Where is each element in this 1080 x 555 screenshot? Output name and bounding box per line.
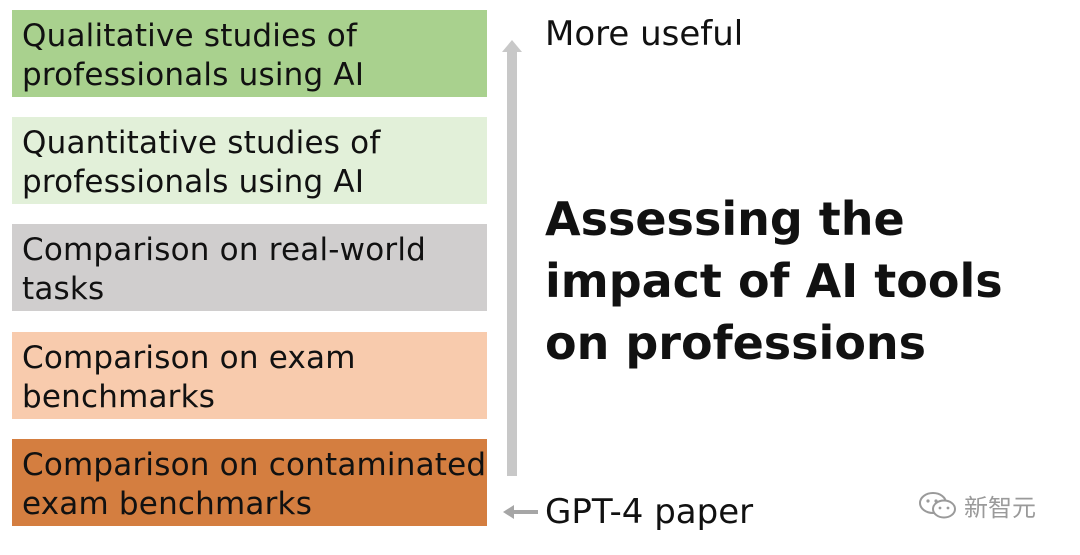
box-label: Comparison on contaminated exam benchmar… bbox=[22, 447, 487, 522]
left-arrow-head bbox=[503, 505, 514, 519]
box-contaminated-benchmarks: Comparison on contaminated exam benchmar… bbox=[12, 439, 487, 526]
up-arrow-head bbox=[502, 40, 522, 52]
gpt4-paper-label: GPT-4 paper bbox=[545, 492, 754, 532]
left-pointer-arrow bbox=[503, 505, 538, 519]
box-qualitative-studies: Qualitative studies of professionals usi… bbox=[12, 10, 487, 97]
box-label: Qualitative studies of professionals usi… bbox=[22, 18, 365, 93]
up-arrow bbox=[502, 40, 522, 476]
watermark-text: 新智元 bbox=[964, 494, 1036, 522]
box-label: Quantitative studies of professionals us… bbox=[22, 125, 381, 200]
box-label: Comparison on real-world tasks bbox=[22, 232, 427, 307]
watermark: 新智元 bbox=[918, 488, 1036, 523]
wechat-icon bbox=[919, 491, 956, 518]
box-quantitative-studies: Quantitative studies of professionals us… bbox=[12, 117, 487, 204]
box-real-world-tasks: Comparison on real-world tasks bbox=[12, 224, 487, 311]
up-arrow-shaft bbox=[507, 52, 517, 476]
box-exam-benchmarks: Comparison on exam benchmarks bbox=[12, 332, 487, 419]
box-label: Comparison on exam benchmarks bbox=[22, 340, 356, 415]
left-arrow-shaft bbox=[514, 510, 538, 514]
diagram-title: Assessing the impact of AI tools on prof… bbox=[545, 192, 1003, 370]
more-useful-label: More useful bbox=[545, 14, 744, 54]
